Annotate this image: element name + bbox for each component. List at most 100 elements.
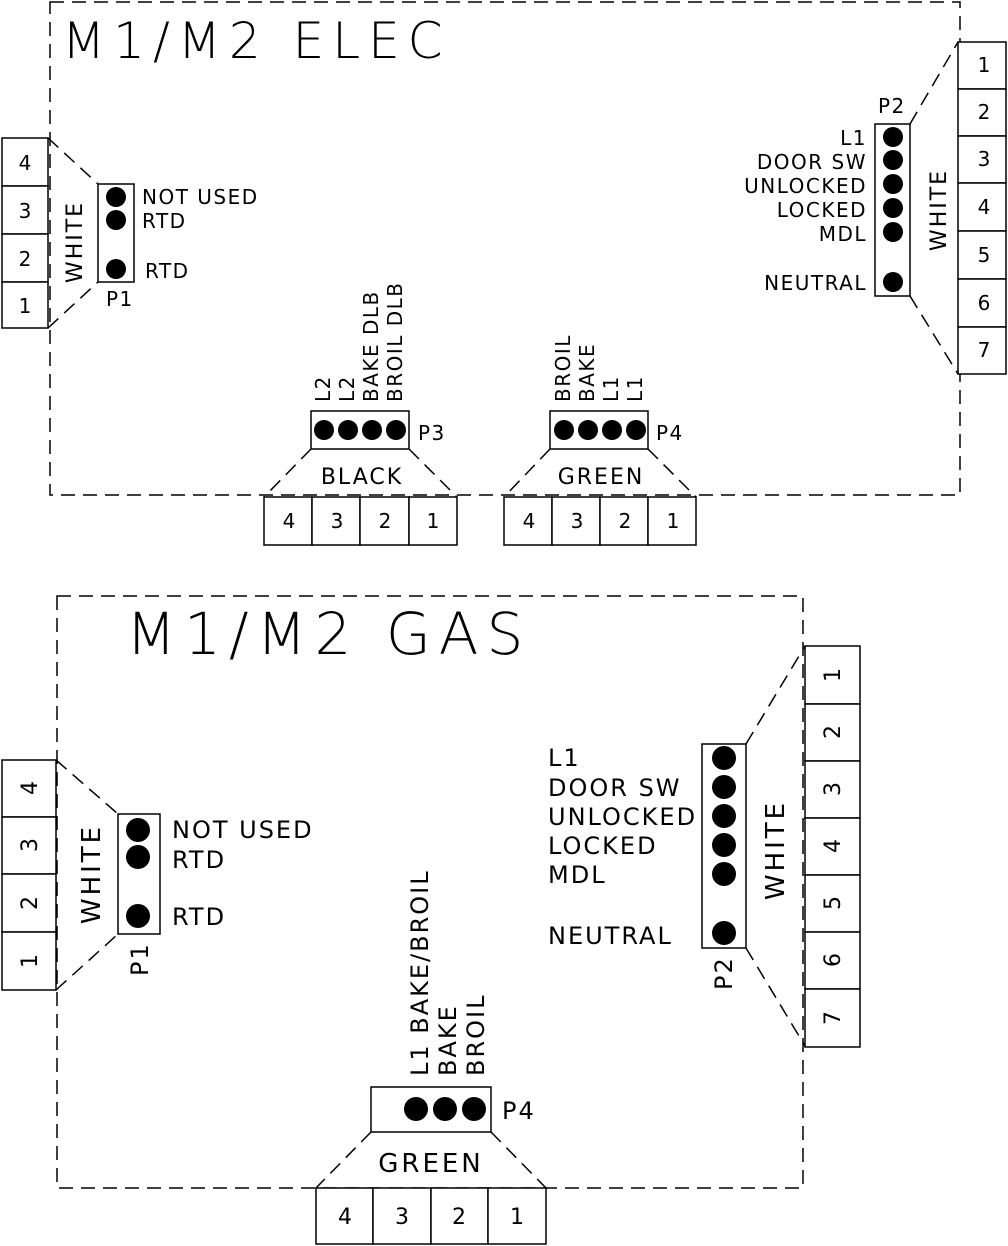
gas-p1-leader-bottom bbox=[55, 933, 119, 991]
elec-p2-terminal-num: 7 bbox=[978, 338, 991, 362]
elec-p1-terminal-num: 1 bbox=[19, 294, 32, 318]
elec-p4-terminal bbox=[647, 496, 697, 546]
elec-p2-pin-6 bbox=[883, 272, 903, 292]
gas-p2-label-unlocked: UNLOCKED bbox=[548, 803, 697, 831]
gas-p2-terminal-num: 5 bbox=[821, 896, 846, 910]
gas-p4-pin-1 bbox=[404, 1097, 428, 1121]
elec-p2-terminal-block: 1 2 3 4 5 6 7 bbox=[957, 41, 1007, 375]
elec-p2-terminal bbox=[957, 278, 1007, 328]
elec-p4-terminal-block: 4 3 2 1 bbox=[503, 496, 697, 546]
gas-p4-terminal bbox=[430, 1187, 489, 1245]
gas-p2-pin-1 bbox=[712, 746, 736, 770]
gas-p2-terminal-num: 4 bbox=[821, 839, 846, 853]
gas-title: M1/M2 GAS bbox=[126, 600, 531, 668]
gas-p4-name: P4 bbox=[502, 1097, 536, 1125]
elec-p1-label-not-used: NOT USED bbox=[142, 185, 259, 209]
elec-p1-color: WHITE bbox=[63, 201, 88, 283]
elec-p3-color: BLACK bbox=[321, 465, 403, 490]
elec-p3-pin-4 bbox=[386, 420, 406, 440]
elec-p2-color: WHITE bbox=[927, 169, 952, 251]
elec-p4-wire-broil: BROIL bbox=[551, 334, 575, 402]
elec-p4-name: P4 bbox=[656, 421, 684, 445]
gas-p1-connector: NOT USED RTD RTD P1 WHITE 4 3 2 1 bbox=[1, 759, 312, 991]
elec-p4-wire-l1-a: L1 bbox=[599, 375, 623, 402]
gas-p1-name: P1 bbox=[126, 942, 154, 976]
elec-p2-label-mdl: MDL bbox=[819, 222, 867, 246]
elec-p2-label-l1: L1 bbox=[840, 126, 867, 150]
gas-p2-terminal-num: 6 bbox=[821, 953, 846, 967]
elec-p3-leader-right bbox=[408, 448, 458, 498]
elec-p4-terminal bbox=[599, 496, 649, 546]
elec-p1-connector: NOT USED RTD RTD P1 WHITE 4 3 2 1 bbox=[1, 137, 259, 329]
gas-p1-label-rtd-2: RTD bbox=[172, 903, 226, 931]
gas-p1-terminal-num: 4 bbox=[18, 781, 43, 795]
elec-p3-pin-2 bbox=[338, 420, 358, 440]
elec-p3-terminal bbox=[408, 496, 458, 546]
elec-p4-wire-bake: BAKE bbox=[575, 343, 599, 402]
elec-p2-terminal bbox=[957, 326, 1007, 375]
elec-p4-color: GREEN bbox=[558, 465, 645, 490]
gas-p2-terminal-block: 1 2 3 4 5 6 7 bbox=[804, 645, 861, 1048]
elec-p2-name: P2 bbox=[878, 94, 906, 118]
gas-p2-label-door-sw: DOOR SW bbox=[548, 774, 682, 802]
elec-p3-terminal-num: 3 bbox=[331, 509, 344, 533]
elec-title: M1/M2 ELEC bbox=[62, 12, 451, 70]
gas-p4-terminal-block: 4 3 2 1 bbox=[315, 1187, 547, 1245]
gas-p2-pin-4 bbox=[712, 833, 736, 857]
elec-p2-pin-2 bbox=[883, 150, 903, 170]
gas-p1-terminal-num: 1 bbox=[18, 954, 43, 968]
elec-p2-terminal-num: 5 bbox=[978, 243, 991, 267]
elec-p4-terminal-num: 3 bbox=[571, 509, 584, 533]
elec-p3-wire-l2-b: L2 bbox=[335, 375, 359, 402]
elec-p4-pin-4 bbox=[626, 420, 646, 440]
gas-p2-terminal bbox=[804, 703, 861, 762]
elec-p2-pin-4 bbox=[883, 198, 903, 218]
gas-p4-leader-left bbox=[315, 1131, 372, 1189]
elec-p4-terminal-num: 1 bbox=[667, 509, 680, 533]
gas-p4-terminal bbox=[372, 1187, 432, 1245]
gas-p2-label-l1: L1 bbox=[548, 744, 581, 772]
elec-p2-label-locked: LOCKED bbox=[777, 198, 867, 222]
elec-p3-terminal bbox=[359, 496, 410, 546]
gas-p1-terminal bbox=[1, 816, 57, 875]
elec-p3-wire-bake-dlb: BAKE DLB bbox=[359, 290, 383, 402]
gas-p1-label-rtd-1: RTD bbox=[172, 846, 226, 874]
gas-p2-color: WHITE bbox=[761, 800, 791, 900]
gas-p2-terminal bbox=[804, 760, 861, 819]
gas-p2-terminal bbox=[804, 931, 861, 990]
elec-p1-leader-top bbox=[47, 137, 99, 185]
elec-p4-leader-right bbox=[647, 448, 697, 498]
gas-p1-terminal bbox=[1, 931, 57, 991]
gas-p4-pin-3 bbox=[462, 1097, 486, 1121]
gas-p2-terminal bbox=[804, 645, 861, 705]
elec-p2-leader-bottom bbox=[909, 295, 959, 375]
elec-p4-terminal-num: 4 bbox=[523, 509, 536, 533]
gas-p4-terminal-num: 4 bbox=[338, 1205, 352, 1230]
elec-p1-pin-1 bbox=[106, 187, 126, 207]
gas-p1-leader-top bbox=[55, 759, 119, 815]
gas-p1-terminal-num: 3 bbox=[18, 838, 43, 852]
elec-p3-terminal-num: 4 bbox=[283, 509, 296, 533]
elec-p2-terminal-num: 4 bbox=[978, 195, 991, 219]
gas-p4-wire-bake: BAKE bbox=[434, 1004, 462, 1076]
gas-p2-terminal-num: 3 bbox=[821, 782, 846, 796]
elec-p2-pin-1 bbox=[883, 127, 903, 147]
elec-p3-wire-l2-a: L2 bbox=[311, 375, 335, 402]
gas-p2-pin-2 bbox=[712, 775, 736, 799]
elec-p2-pin-5 bbox=[883, 222, 903, 242]
elec-p3-pin-1 bbox=[314, 420, 334, 440]
elec-section: M1/M2 ELEC NOT USED RTD RTD P1 WHITE 4 3… bbox=[1, 1, 1007, 546]
elec-p2-terminal-num: 6 bbox=[978, 291, 991, 315]
gas-p1-terminal bbox=[1, 873, 57, 933]
elec-p4-wire-l1-b: L1 bbox=[623, 375, 647, 402]
gas-p1-color: WHITE bbox=[77, 824, 107, 924]
gas-p1-terminal-block: 4 3 2 1 bbox=[1, 759, 57, 991]
gas-p2-leader-top bbox=[745, 645, 806, 745]
elec-p1-name: P1 bbox=[106, 287, 134, 311]
elec-p2-leader-top bbox=[909, 41, 959, 125]
elec-p2-label-unlocked: UNLOCKED bbox=[744, 174, 867, 198]
elec-p1-terminal bbox=[1, 281, 49, 329]
elec-p4-pin-2 bbox=[578, 420, 598, 440]
elec-p4-pin-3 bbox=[602, 420, 622, 440]
